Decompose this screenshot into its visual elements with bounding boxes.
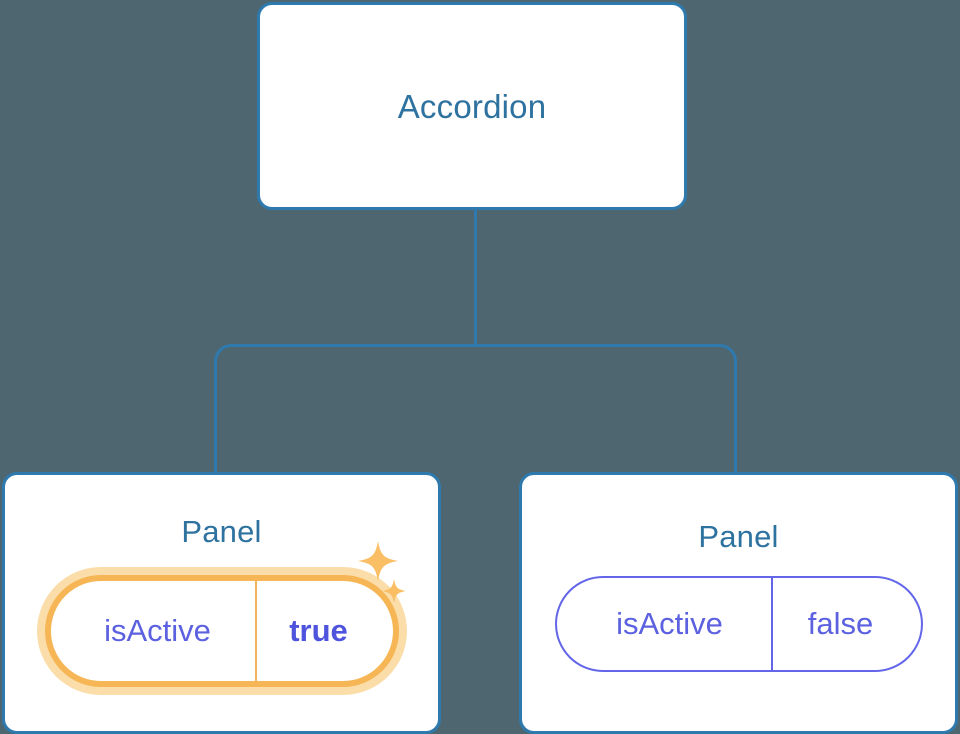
prop-value-label: false: [770, 578, 921, 670]
prop-pill-inactive-wrap: isActive false: [554, 576, 923, 672]
tree-node-panel-inactive[interactable]: Panel isActive false: [519, 472, 958, 734]
prop-pill-isactive-true[interactable]: isActive true: [44, 575, 399, 687]
tree-node-accordion[interactable]: Accordion: [257, 2, 687, 210]
node-title-panel-inactive: Panel: [698, 519, 779, 554]
prop-value-label: true: [254, 581, 393, 681]
prop-pill-active-wrap: isActive true: [36, 567, 407, 695]
tree-node-panel-active[interactable]: Panel isActive true: [2, 472, 441, 734]
node-title-panel-active: Panel: [181, 514, 262, 549]
connector-branch-right: [475, 344, 737, 473]
connector-branch-left: [214, 344, 476, 473]
prop-key-label: isActive: [616, 606, 723, 641]
prop-pill-isactive-false[interactable]: isActive false: [554, 576, 923, 672]
prop-key-label: isActive: [104, 613, 211, 648]
node-title-accordion: Accordion: [397, 87, 547, 125]
